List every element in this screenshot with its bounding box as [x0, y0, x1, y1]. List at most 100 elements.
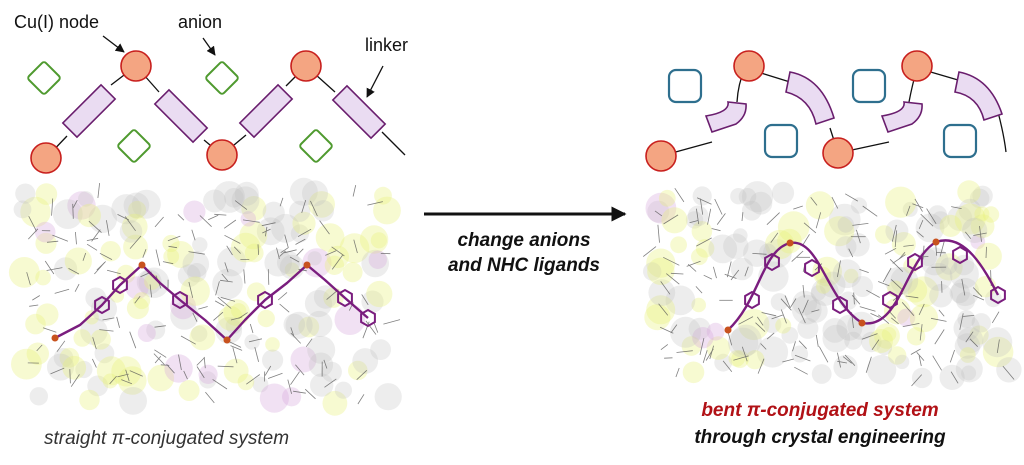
atom-sphere [290, 224, 309, 243]
cu-node [645, 140, 677, 172]
atom-sphere [828, 203, 861, 236]
bond-stick [803, 222, 817, 234]
bond-stick [86, 237, 99, 241]
atom-sphere [306, 310, 333, 338]
bond-stick [220, 297, 236, 302]
bond-stick [859, 269, 869, 273]
atom-sphere [885, 186, 917, 218]
anion-diamond [299, 129, 333, 163]
atom-sphere [53, 348, 74, 368]
atom-sphere [324, 255, 345, 275]
bond-stick [361, 294, 369, 306]
atom-sphere [123, 234, 148, 260]
atom-sphere [929, 283, 953, 308]
atom-sphere [289, 200, 311, 222]
atom-sphere [15, 183, 36, 204]
bond-stick [761, 312, 777, 317]
bond-stick [733, 355, 749, 361]
bond-stick [109, 375, 117, 385]
atom-sphere [199, 371, 217, 389]
bond-stick [794, 354, 811, 362]
bond-stick [973, 294, 985, 301]
atom-sphere [891, 232, 916, 256]
atom-sphere [212, 268, 243, 300]
bond-stick [842, 356, 852, 364]
bond-stick [46, 240, 59, 243]
atom-sphere [339, 233, 370, 264]
bond-stick [837, 352, 841, 368]
phenyl-ring [990, 285, 1006, 305]
bond-stick [234, 200, 248, 210]
bond-stick [666, 273, 680, 285]
atom-sphere [307, 251, 322, 266]
bond-stick [96, 261, 106, 271]
bond-stick [203, 356, 206, 369]
atom-sphere [777, 211, 810, 243]
cu-node [733, 50, 765, 82]
phenyl-ring [337, 288, 353, 308]
bond-stick [711, 228, 721, 232]
atom-sphere [313, 285, 338, 309]
atom-sphere [307, 335, 336, 364]
atom-sphere [949, 259, 979, 289]
arrow-caption-line2: and NHC ligands [447, 255, 600, 276]
cu-node [901, 50, 933, 82]
atom-sphere [647, 257, 675, 285]
bond-stick [230, 345, 243, 351]
atom-sphere [225, 317, 243, 334]
atom-sphere [969, 188, 990, 209]
bent-caption-line1: bent π-conjugated system [701, 400, 939, 421]
bond-stick [658, 303, 669, 316]
bond-stick [878, 281, 890, 287]
atom-sphere [970, 234, 986, 250]
bent-cu-atoms [724, 238, 940, 334]
bond-stick [949, 349, 955, 363]
bond-stick [689, 220, 699, 224]
atom-sphere [164, 354, 193, 383]
bond-stick [296, 248, 304, 256]
atom-sphere [244, 243, 264, 263]
atom-sphere [970, 214, 995, 239]
bond-stick [188, 251, 205, 255]
bond-stick [959, 313, 964, 330]
atom-sphere [728, 327, 759, 358]
bond-stick [149, 284, 152, 298]
cu-node [290, 50, 322, 82]
bond-stick [249, 323, 254, 334]
bond-stick [920, 213, 934, 227]
atom-sphere [62, 355, 87, 380]
atom-sphere [118, 366, 147, 395]
bond-stick [724, 273, 737, 279]
bond-stick [29, 304, 39, 307]
bond-stick [901, 302, 915, 316]
atom-sphere [308, 352, 334, 377]
atom-sphere [111, 194, 142, 225]
bent-schematic [645, 50, 1007, 172]
bond-stick [214, 213, 227, 216]
bond-stick [973, 232, 987, 236]
bond-stick [916, 231, 924, 238]
bond-stick [815, 334, 819, 347]
bond-stick [213, 311, 224, 321]
straight-anions [27, 61, 333, 163]
atom-sphere [730, 188, 747, 205]
atom-sphere [234, 181, 259, 206]
atom-sphere [265, 337, 280, 352]
bond-stick [837, 260, 841, 278]
atom-sphere [302, 248, 332, 278]
bond-stick [892, 254, 906, 264]
atom-sphere [231, 303, 247, 319]
atom-sphere [292, 211, 316, 235]
atom-sphere [244, 334, 260, 350]
atom-sphere [837, 216, 854, 233]
atom-sphere [88, 204, 118, 234]
atom-sphere [961, 365, 977, 381]
atom-sphere [728, 350, 746, 367]
bond-stick [870, 313, 880, 318]
atom-sphere [29, 387, 48, 406]
atom-sphere [775, 317, 792, 334]
bond-stick [116, 316, 120, 329]
atom-sphere [64, 247, 92, 275]
bond-stick [254, 347, 259, 362]
atom-sphere [47, 353, 74, 381]
